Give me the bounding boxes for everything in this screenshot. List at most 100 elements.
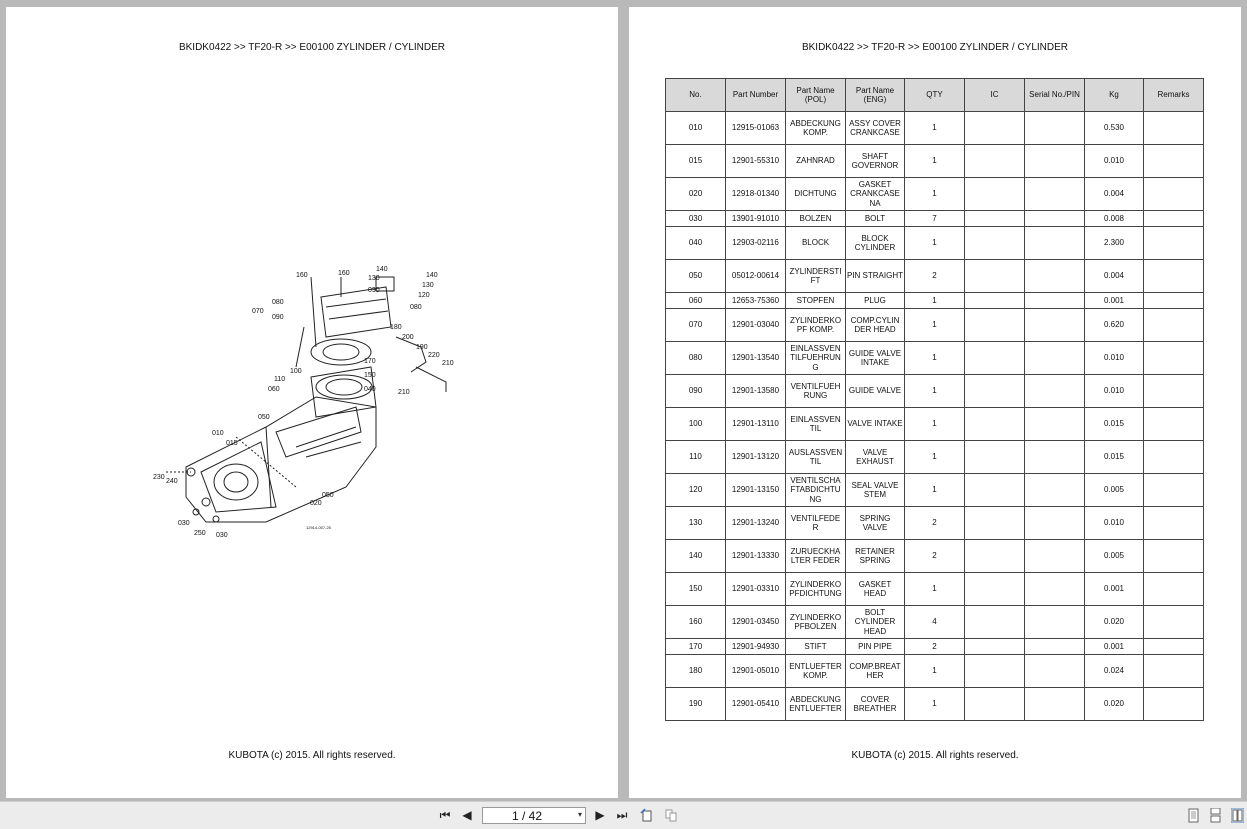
cell-kg: 0.010 bbox=[1084, 341, 1144, 375]
first-page-icon[interactable]: ⏮ bbox=[439, 808, 451, 822]
cell-kg: 0.010 bbox=[1084, 506, 1144, 540]
cell-no: 070 bbox=[665, 308, 726, 342]
cell-part-number: 12901-13240 bbox=[725, 506, 786, 540]
cell-qty: 1 bbox=[904, 226, 965, 260]
cell-part-name-eng: VALVE EXHAUST bbox=[845, 440, 905, 474]
col-header-part-name-pol: Part Name (POL) bbox=[785, 78, 846, 112]
col-header-no: No. bbox=[665, 78, 726, 112]
facing-view-icon[interactable] bbox=[1231, 808, 1244, 823]
cell-no: 140 bbox=[665, 539, 726, 573]
cell-no: 040 bbox=[665, 226, 726, 260]
col-header-part-name-eng: Part Name (ENG) bbox=[845, 78, 905, 112]
continuous-view-icon[interactable] bbox=[1209, 808, 1222, 823]
cell-part-number: 12901-03040 bbox=[725, 308, 786, 342]
cell-part-name-eng: PIN PIPE bbox=[845, 638, 905, 655]
last-page-icon[interactable]: ⏭ bbox=[616, 808, 628, 822]
cell-no: 020 bbox=[665, 177, 726, 211]
col-header-kg: Kg bbox=[1084, 78, 1144, 112]
previous-page-icon[interactable]: ◀ bbox=[462, 808, 472, 822]
cell-part-name-eng: GASKET CRANKCASE NA bbox=[845, 177, 905, 211]
cell-serial bbox=[1024, 654, 1085, 688]
cell-part-name-pol: STIFT bbox=[785, 638, 846, 655]
cell-qty: 1 bbox=[904, 111, 965, 145]
cell-no: 090 bbox=[665, 374, 726, 408]
cell-part-name-eng: ASSY COVER CRANKCASE bbox=[845, 111, 905, 145]
cell-ic bbox=[964, 292, 1025, 309]
cell-remarks bbox=[1143, 654, 1204, 688]
cell-ic bbox=[964, 210, 1025, 227]
cell-ic bbox=[964, 144, 1025, 178]
page-footer: KUBOTA (c) 2015. All rights reserved. bbox=[851, 750, 1019, 761]
cell-part-name-pol: BLOCK bbox=[785, 226, 846, 260]
cell-kg: 0.008 bbox=[1084, 210, 1144, 227]
cell-remarks bbox=[1143, 407, 1204, 441]
callout-060: 060 bbox=[268, 386, 280, 393]
rotate-page-icon[interactable] bbox=[640, 808, 653, 823]
drawing-number: 12914-007-25 bbox=[306, 525, 332, 530]
cell-no: 030 bbox=[665, 210, 726, 227]
cell-serial bbox=[1024, 440, 1085, 474]
callout-140b: 140 bbox=[426, 272, 438, 279]
cell-part-number: 13901-91010 bbox=[725, 210, 786, 227]
cell-kg: 0.001 bbox=[1084, 572, 1144, 606]
cell-remarks bbox=[1143, 341, 1204, 375]
cell-serial bbox=[1024, 111, 1085, 145]
cell-qty: 4 bbox=[904, 605, 965, 639]
next-page-icon[interactable]: ▶ bbox=[595, 808, 605, 822]
single-page-view-icon[interactable] bbox=[1187, 808, 1200, 823]
cell-qty: 2 bbox=[904, 638, 965, 655]
callout-080b: 080 bbox=[272, 299, 284, 306]
cell-no: 130 bbox=[665, 506, 726, 540]
cell-part-name-pol: ZYLINDERSTI FT bbox=[785, 259, 846, 293]
cell-serial bbox=[1024, 539, 1085, 573]
cell-remarks bbox=[1143, 177, 1204, 211]
cell-qty: 2 bbox=[904, 539, 965, 573]
page-number-select[interactable]: 1 / 42 ▾ bbox=[482, 807, 586, 824]
cell-part-name-eng: COMP.BREAT HER bbox=[845, 654, 905, 688]
cell-part-number: 12901-13580 bbox=[725, 374, 786, 408]
cylinder-drawing: 160 160 140 130 140 130 120 090 080 080 … bbox=[153, 266, 454, 539]
callout-180: 180 bbox=[390, 324, 402, 331]
table-header-row: No. Part Number Part Name (POL) Part Nam… bbox=[665, 78, 1204, 112]
cell-qty: 1 bbox=[904, 308, 965, 342]
cell-kg: 0.530 bbox=[1084, 111, 1144, 145]
cell-remarks bbox=[1143, 226, 1204, 260]
callout-080a: 080 bbox=[410, 304, 422, 311]
page-header: BKIDK0422 >> TF20-R >> E00100 ZYLINDER /… bbox=[178, 42, 446, 53]
cell-part-name-eng: BLOCK CYLINDER bbox=[845, 226, 905, 260]
cell-ic bbox=[964, 177, 1025, 211]
cell-qty: 7 bbox=[904, 210, 965, 227]
cell-kg: 0.005 bbox=[1084, 539, 1144, 573]
pdf-page-left: BKIDK0422 >> TF20-R >> E00100 ZYLINDER /… bbox=[6, 7, 618, 798]
cell-ic bbox=[964, 374, 1025, 408]
callout-090a: 090 bbox=[368, 287, 380, 294]
cell-no: 080 bbox=[665, 341, 726, 375]
callout-070: 070 bbox=[252, 308, 264, 315]
cell-no: 010 bbox=[665, 111, 726, 145]
cell-serial bbox=[1024, 374, 1085, 408]
callout-050a: 050 bbox=[258, 414, 270, 421]
two-page-view-icon[interactable] bbox=[665, 808, 678, 823]
cell-qty: 1 bbox=[904, 144, 965, 178]
callout-010: 010 bbox=[212, 430, 224, 437]
callout-130b: 130 bbox=[422, 282, 434, 289]
callout-160b: 160 bbox=[338, 270, 350, 277]
cell-serial bbox=[1024, 638, 1085, 655]
cell-qty: 1 bbox=[904, 374, 965, 408]
callout-170: 170 bbox=[364, 358, 376, 365]
cell-ic bbox=[964, 341, 1025, 375]
cell-part-number: 12901-13110 bbox=[725, 407, 786, 441]
cell-remarks bbox=[1143, 572, 1204, 606]
cell-part-name-pol: EINLASSVEN TILFUEHRUN G bbox=[785, 341, 846, 375]
col-header-serial: Serial No./PIN bbox=[1024, 78, 1085, 112]
